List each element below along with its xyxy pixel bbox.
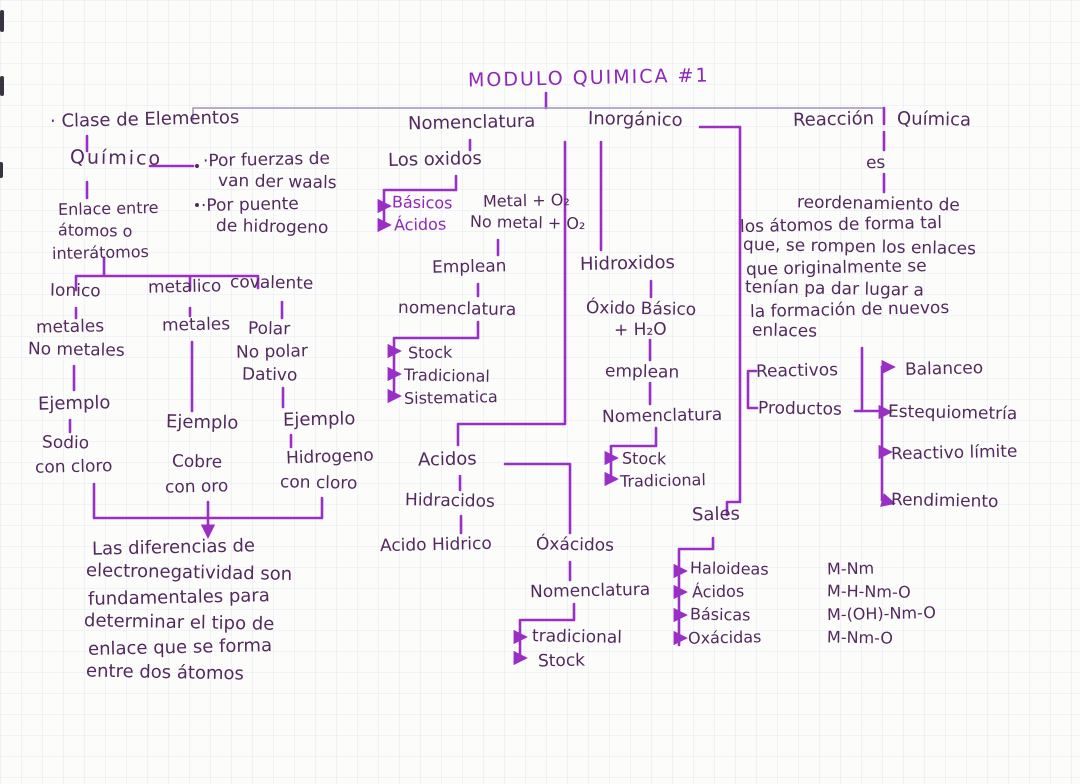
node-balanceo: Balanceo [904, 358, 984, 380]
node-cobre-con-oro: con oro [164, 476, 229, 498]
node-oxidos-basicos: Básicos [391, 192, 453, 213]
page-title: MODULO QUIMICA #1 [467, 64, 710, 92]
node-no-metales: No metales [27, 339, 125, 361]
formula-sal-acida: M-H-Nm-O [826, 581, 911, 602]
note-enlace-line1: Enlace entre [57, 197, 159, 220]
node-nomenclatura: Nomenclatura [407, 110, 536, 135]
node-covalente: covalente [229, 272, 314, 294]
node-metales: metales [35, 316, 105, 338]
item-tradicional-oxidos: Tradicional [403, 365, 491, 386]
def-reaccion-line7: enlaces [751, 320, 818, 342]
note-enlace-line3: interátomos [51, 241, 150, 264]
node-hidracidos: Hidracidos [404, 490, 496, 512]
note-fuerzas-line2: van der waals [217, 170, 337, 194]
def-reaccion-line6: la formación de nuevos [749, 297, 950, 323]
note-enlace-line2: átomos o [57, 220, 133, 241]
node-hidrogeno: Hidrogeno [285, 445, 375, 469]
node-metalico: metalico [147, 276, 222, 298]
node-oxidos-acidos: Ácidos [393, 214, 447, 235]
node-sales-oxacidas: Oxácidas [687, 627, 762, 648]
node-sales: Sales [691, 503, 741, 526]
node-clase-de-elementos: · Clase de Elementos [49, 107, 240, 132]
node-reaccion: Reacción [792, 108, 875, 131]
item-sistematica-oxidos: Sistematica [403, 387, 498, 408]
node-los-oxidos: Los oxidos [387, 148, 482, 171]
def-reaccion-line2: los átomos de forma tal [739, 212, 943, 238]
node-hidrogeno-con-cloro: con cloro [279, 472, 358, 494]
formula-sal-basica: M-(OH)-Nm-O [826, 602, 937, 625]
node-sales-acidos: Ácidos [691, 581, 745, 602]
note-puente-line2: de hidrogeno [215, 215, 329, 239]
node-metales-2: metales [161, 314, 231, 336]
node-emplean-hidroxidos: emplean [604, 361, 680, 383]
node-ejemplo-metalico: Ejemplo [165, 411, 239, 434]
item-stock-oxidos: Stock [407, 342, 453, 363]
node-reactivos: Reactivos [755, 360, 839, 382]
def-reaccion-line5: tenían pa dar lugar a [744, 277, 925, 301]
node-acido-hidrico: Acido Hidrico [379, 533, 492, 557]
node-oxido-basico-h2o-line1: Óxido Básico [585, 297, 697, 321]
node-sales-haloideas: Haloideas [689, 558, 769, 579]
node-sodio: Sodio [41, 432, 90, 454]
node-productos: Productos [757, 398, 843, 420]
node-polar: Polar [247, 318, 291, 340]
page-edge-marks [0, 10, 4, 178]
node-oxacidos: Óxácidos [535, 534, 615, 556]
note-puente-line1: ·Por puente [200, 193, 299, 217]
nota-electronegatividad-line2: electronegatividad son [85, 560, 293, 585]
item-tradicional-hidroxidos: Tradicional [619, 470, 707, 491]
def-reaccion-line1: reordenamiento de [796, 192, 961, 216]
nota-electronegatividad-line1: Las diferencias de [91, 535, 256, 560]
node-quimica: Química [896, 108, 972, 131]
formula-oxido-acido: No metal + O₂ [469, 211, 586, 234]
node-ejemplo-ionico: Ejemplo [37, 392, 111, 415]
node-sales-basicas: Básicas [689, 604, 751, 625]
nota-electronegatividad-line3: fundamentales para [87, 585, 270, 610]
node-no-polar: No polar [235, 341, 309, 363]
node-sodio-con-cloro: con cloro [34, 456, 113, 478]
def-reaccion-line4: que originalmente se [745, 256, 927, 280]
node-dativo: Dativo [241, 364, 298, 386]
node-nomenclatura-oxidos: nomenclatura [397, 297, 517, 321]
item-stock-oxacidos: Stock [537, 650, 586, 672]
node-acidos: Acidos [417, 448, 477, 471]
node-quimico: Químico [69, 146, 163, 170]
formula-sal-haloidea: M-Nm [826, 558, 875, 579]
def-reaccion-line3: que, se rompen los enlaces [742, 234, 977, 260]
node-nomenclatura-hidroxidos: Nomenclatura [601, 404, 723, 428]
node-oxido-basico-h2o-line2: + H₂O [613, 319, 667, 341]
node-rendimiento: Rendimiento [890, 489, 999, 513]
nota-electronegatividad-line5: enlace que se forma [87, 635, 273, 660]
nota-electronegatividad-line4: determinar el tipo de [83, 610, 275, 635]
formula-sal-oxacida: M-Nm-O [826, 627, 894, 648]
item-tradicional-oxacidos: tradicional [531, 626, 623, 648]
node-reactivo-limite: Reactivo límite [890, 441, 1018, 465]
node-nomenclatura-oxacidos: Nomenclatura [529, 579, 651, 603]
node-es: es [865, 152, 886, 174]
item-stock-hidroxidos: Stock [621, 448, 667, 469]
node-emplean: Emplean [431, 256, 507, 278]
node-cobre: Cobre [171, 451, 223, 473]
formula-oxido-basico: Metal + O₂ [482, 190, 570, 211]
node-inorganico: Inorgánico [587, 108, 683, 131]
node-ejemplo-covalente: Ejemplo [282, 408, 356, 431]
note-fuerzas-line1: ·Por fuerzas de [202, 148, 331, 172]
node-ionico: Ionico [49, 280, 101, 302]
nota-electronegatividad-line6: entre dos átomos [85, 660, 245, 685]
node-hidroxidos: Hidroxidos [579, 252, 676, 275]
node-estequiometria: Estequiometría [887, 401, 1018, 425]
